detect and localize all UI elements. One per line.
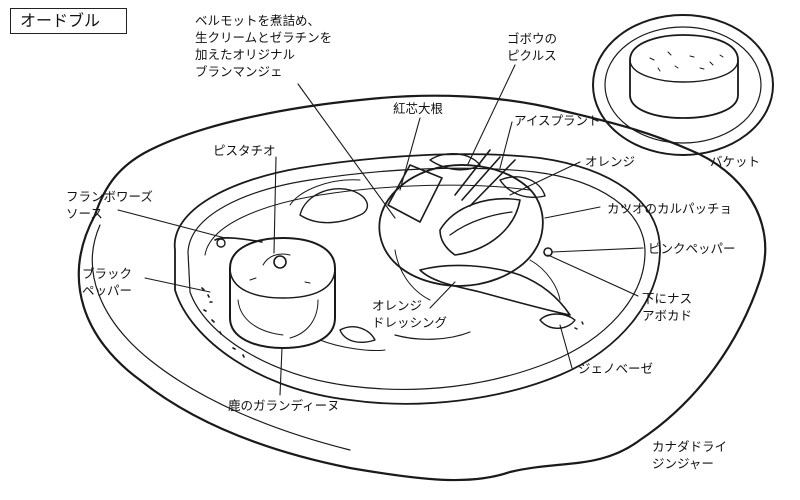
label-venison-galantine: 鹿のガランディーヌ — [228, 398, 340, 413]
label-blanc-manger: ベルモットを煮詰め、 生クリームとゼラチンを 加えたオリジナル ブランマンジェ — [195, 13, 333, 79]
page-title: オードブル — [10, 8, 127, 34]
plate-outer-rim — [77, 94, 767, 482]
baguette-plate — [592, 14, 774, 156]
red-radish-slice — [387, 164, 443, 223]
genovese — [539, 313, 576, 329]
label-pink-pepper: ピンクペッパー — [648, 241, 736, 256]
ice-plant — [429, 153, 481, 171]
label-framboise-sauce: フランボワーズ ソース — [66, 189, 153, 221]
label-baguette: バケット — [710, 154, 761, 169]
label-ice-plant: アイスプラント — [514, 113, 601, 128]
plate-inner-well — [174, 153, 661, 405]
label-orange-dressing: オレンジ ドレッシング — [372, 298, 448, 330]
galantine — [229, 237, 336, 349]
baguette-slice — [629, 34, 739, 119]
label-pistachio: ピスタチオ — [213, 143, 276, 158]
eggplant-avocado — [419, 264, 571, 316]
framboise-sauce — [214, 237, 263, 243]
salad-mound — [378, 164, 544, 287]
label-genovese: ジェノベーゼ — [578, 361, 654, 376]
pistachio-dot — [273, 255, 287, 269]
orange-slice — [499, 176, 546, 198]
label-orange: オレンジ — [585, 154, 636, 169]
label-katsuo-carpaccio: カツオのカルパッチョ — [607, 201, 733, 216]
label-red-radish: 紅芯大根 — [393, 101, 444, 116]
label-burdock-pickles: ゴボウの ピクルス — [507, 31, 558, 63]
label-black-pepper: ブラック ペッパー — [82, 266, 133, 298]
katsuo-slice — [439, 198, 521, 256]
label-ginger-ale: カナダドライ ジンジャー — [652, 439, 728, 471]
label-eggplant-avocado: 下にナス アボカド — [642, 291, 693, 323]
burdock-pickles — [454, 149, 516, 207]
